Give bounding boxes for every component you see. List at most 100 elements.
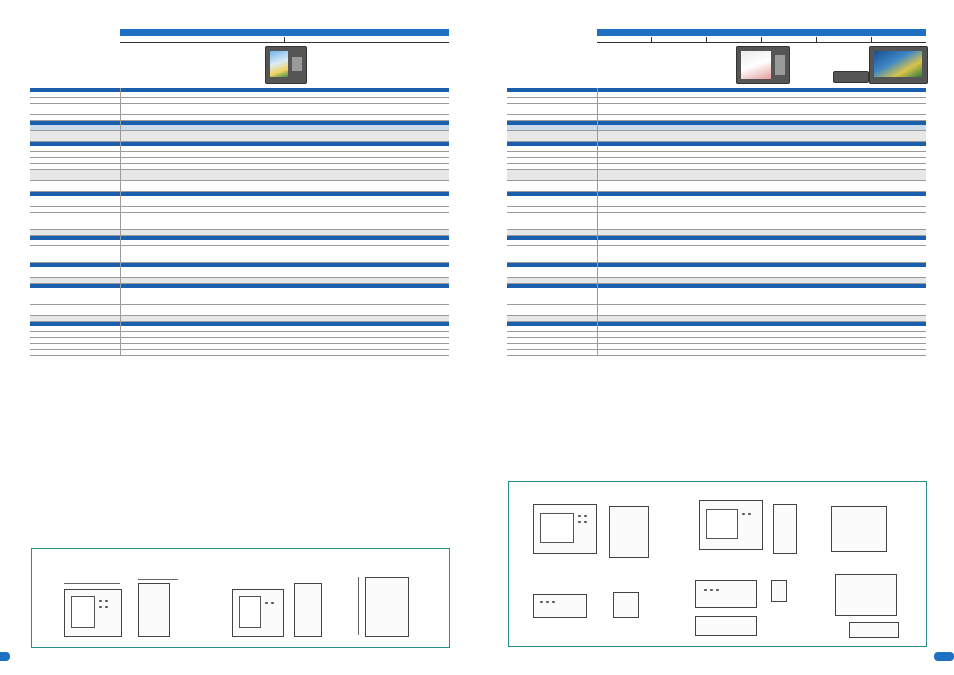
spec-row: [507, 277, 926, 284]
spec-row: [507, 212, 926, 230]
drawing-side-view-d: [773, 504, 797, 554]
section-row: [507, 88, 926, 92]
spec-row: [30, 206, 449, 213]
right-dimension-drawings: [508, 481, 927, 647]
spec-row: [30, 267, 449, 278]
spec-row: [30, 245, 449, 263]
left-product-screen: [270, 51, 288, 77]
section-row: [30, 88, 449, 92]
drawing-key: [578, 515, 581, 517]
section-row: [30, 141, 449, 146]
right-product-photo-b: [869, 46, 928, 84]
right-header-band: [597, 29, 926, 36]
spec-row: [30, 157, 449, 164]
drawing-front-view-a: [64, 589, 122, 637]
drawing-key: [105, 600, 108, 602]
drawing-key: [704, 589, 707, 591]
model-column-a: [120, 37, 285, 42]
spec-row: [507, 304, 926, 316]
spec-row: [507, 229, 926, 236]
drawing-panel-cutout: [365, 577, 409, 637]
drawing-keyboard-cutout: [695, 616, 757, 636]
right-product-keyboard: [833, 71, 869, 83]
spec-row: [30, 151, 449, 158]
spec-row: [507, 331, 926, 338]
section-row: [30, 283, 449, 288]
sub-row: [507, 125, 926, 131]
dimension-line: [358, 577, 359, 635]
right-page: [477, 0, 954, 675]
spec-row: [30, 288, 449, 305]
spec-row: [507, 157, 926, 164]
spec-row: [30, 229, 449, 236]
section-row: [30, 321, 449, 326]
left-product-photo: [265, 46, 307, 84]
drawing-key: [584, 515, 587, 517]
dimension-line: [64, 583, 120, 584]
drawing-screen: [71, 596, 95, 628]
left-page: [0, 29, 450, 661]
drawing-screen: [239, 596, 261, 628]
model-column: [652, 37, 707, 42]
drawing-key: [742, 513, 745, 515]
drawing-key: [552, 601, 555, 603]
drawing-front-view-d: [699, 500, 763, 550]
drawing-screen: [706, 509, 738, 539]
spec-row: [30, 212, 449, 230]
model-column: [707, 37, 762, 42]
drawing-key: [99, 606, 102, 608]
spec-row: [30, 92, 449, 98]
left-product-keypad: [292, 57, 302, 71]
sub-row: [30, 125, 449, 131]
section-row: [507, 321, 926, 326]
left-header-band: [120, 29, 449, 36]
model-column: [872, 37, 926, 42]
drawing-key: [540, 601, 543, 603]
spec-row: [30, 277, 449, 284]
spec-row: [507, 240, 926, 246]
spec-row: [507, 169, 926, 181]
model-column: [762, 37, 817, 42]
spec-row: [30, 114, 449, 121]
right-spec-table: [507, 88, 926, 356]
drawing-key: [748, 513, 751, 515]
section-row: [30, 120, 449, 125]
spec-row: [30, 337, 449, 344]
right-product-screen-b: [874, 51, 922, 77]
right-product-screen-a: [741, 51, 771, 79]
left-page-tab: [0, 652, 10, 661]
section-row: [507, 262, 926, 267]
spec-row: [30, 163, 449, 170]
spec-row: [507, 206, 926, 213]
spec-row: [507, 163, 926, 170]
spec-row: [30, 97, 449, 104]
spec-row: [507, 267, 926, 278]
spec-row: [507, 337, 926, 344]
drawing-key: [546, 601, 549, 603]
left-spec-table: [30, 88, 449, 356]
drawing-rear-bottom: [849, 622, 899, 638]
spec-row: [507, 349, 926, 356]
spec-row: [507, 130, 926, 142]
spec-row: [507, 146, 926, 152]
dimension-line: [138, 579, 178, 580]
spec-row: [507, 326, 926, 332]
spec-row: [507, 196, 926, 207]
spec-row: [30, 343, 449, 350]
spec-row: [30, 180, 449, 192]
drawing-front-view-c: [533, 504, 597, 554]
drawing-key: [716, 589, 719, 591]
spec-row: [30, 240, 449, 246]
drawing-rear-panel: [835, 574, 897, 616]
spec-row: [507, 151, 926, 158]
left-model-columns: [120, 37, 449, 43]
spec-row: [507, 103, 926, 115]
spec-row: [30, 326, 449, 332]
left-dimension-drawings: [31, 548, 450, 648]
model-column-b: [285, 37, 449, 42]
right-product-photo-a: [736, 46, 790, 84]
drawing-key: [584, 521, 587, 523]
drawing-key: [105, 606, 108, 608]
drawing-keyboard-side-b: [771, 580, 787, 602]
drawing-keyboard-front-b: [695, 580, 757, 608]
